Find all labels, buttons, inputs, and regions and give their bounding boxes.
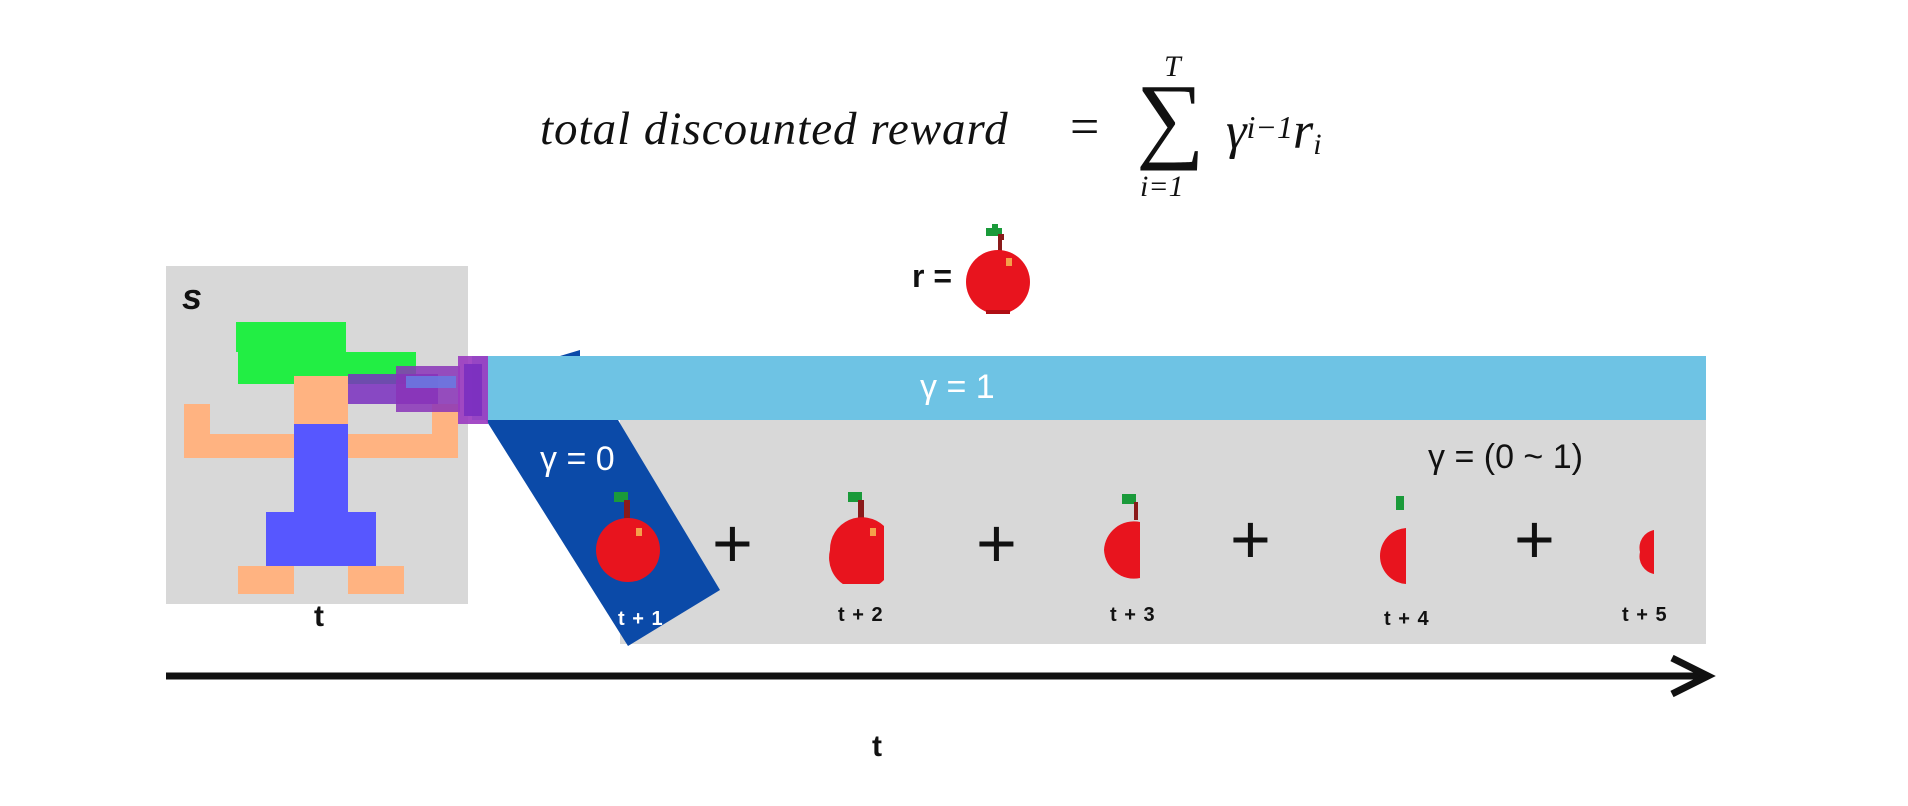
term-exponent: i−1 [1246,109,1293,145]
gamma-range-label: γ = (0 ~ 1) [1428,438,1583,476]
step-label-t3: t + 3 [1110,604,1156,626]
time-axis-arrow [166,654,1716,698]
term-reward: r [1292,103,1314,160]
gamma-zero-label: γ = 0 [540,440,615,478]
apple-icon-t3 [1104,494,1140,579]
formula-equals: = [1070,99,1100,156]
plus-sign-4: + [1514,500,1555,578]
step-label-t4: t + 4 [1384,608,1430,630]
apple-icon-t5 [1639,530,1654,574]
summation-term: γi−1ri [1226,102,1322,161]
step-label-t1: t + 1 [618,608,664,630]
term-gamma: γ [1226,103,1247,160]
gamma-one-label: γ = 1 [920,368,995,406]
gamma-one-bar [472,356,1706,420]
reward-apple-icon [966,224,1030,314]
apple-icon-t1 [596,492,660,582]
plus-sign-1: + [712,504,753,582]
plus-sign-3: + [1230,500,1271,578]
step-label-t2: t + 2 [838,604,884,626]
future-rewards-panel [620,418,1706,644]
state-time-label: t [314,600,324,633]
agent-icon [184,322,458,594]
summation-upper-limit: T [1164,50,1181,83]
reward-label: r = [912,258,953,294]
apple-icon-t2 [829,492,884,584]
apple-icon-t4 [1379,496,1406,584]
summation-lower-limit: i=1 [1140,170,1184,203]
summation-symbol: ∑ [1136,64,1205,171]
discounted-reward-formula: total discounted reward = ∑ T i=1 γi−1ri [540,50,1380,210]
step-label-t5: t + 5 [1622,604,1668,626]
formula-lhs: total discounted reward [540,103,1009,155]
state-label: s [182,276,203,317]
telescope-icon [348,356,488,424]
time-axis-label: t [872,730,882,763]
term-subscript: i [1313,128,1322,161]
plus-sign-2: + [976,504,1017,582]
